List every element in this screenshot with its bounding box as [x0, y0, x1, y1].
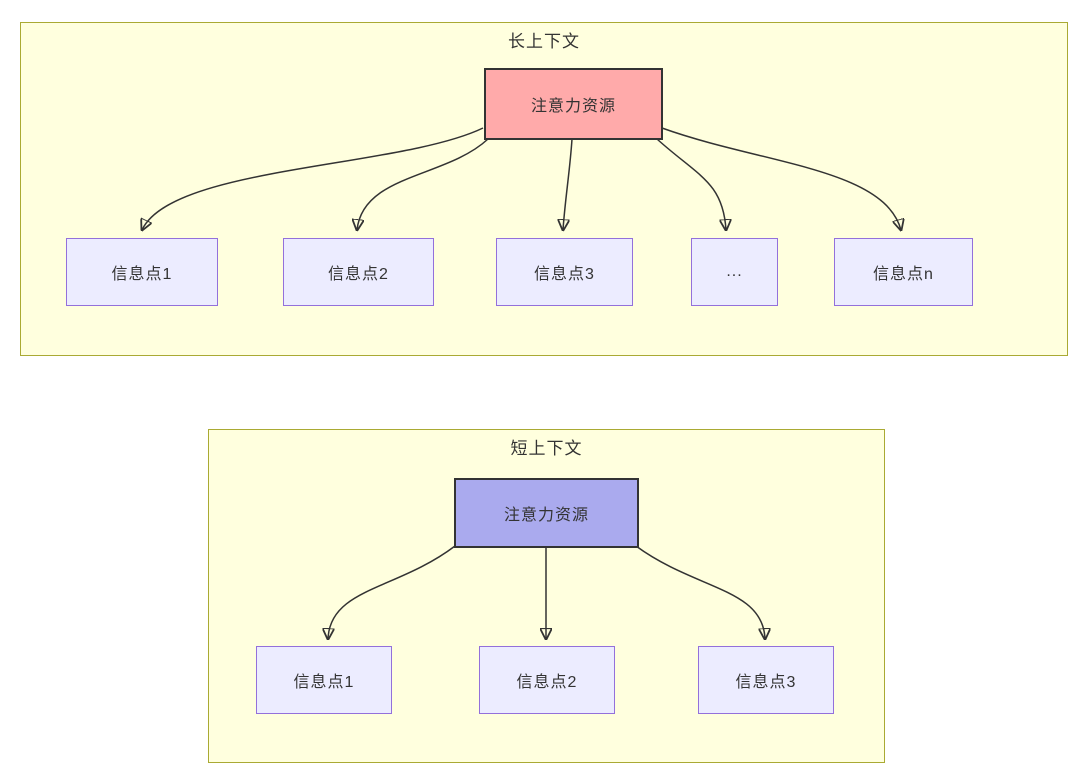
- node-info-point-3-long-label: 信息点3: [534, 266, 595, 283]
- node-info-point-n-long-label: 信息点n: [873, 266, 934, 283]
- node-info-point-2-long-label: 信息点2: [328, 266, 389, 283]
- node-info-point-3-long: 信息点3: [496, 238, 633, 306]
- panel-long-context: 长上下文 注意力资源 信息点1 信息点2 信息点3 ... 信息点n: [20, 22, 1068, 356]
- panel-short-context: 短上下文 注意力资源 信息点1 信息点2 信息点3: [208, 429, 885, 763]
- node-attention-resource-long-label: 注意力资源: [530, 98, 616, 115]
- node-info-point-1-short: 信息点1: [256, 646, 392, 714]
- node-info-point-ellipsis-long: ...: [691, 238, 778, 306]
- node-info-point-3-short-label: 信息点3: [735, 674, 797, 691]
- node-attention-resource-long: 注意力资源: [484, 68, 663, 140]
- node-info-point-2-short-label: 信息点2: [516, 674, 578, 691]
- panel-long-context-title: 长上下文: [508, 32, 580, 51]
- node-attention-resource-short-label: 注意力资源: [503, 507, 589, 524]
- node-info-point-2-long: 信息点2: [283, 238, 434, 306]
- node-info-point-ellipsis-long-label: ...: [726, 263, 743, 280]
- node-attention-resource-short: 注意力资源: [454, 478, 639, 548]
- node-info-point-3-short: 信息点3: [698, 646, 834, 714]
- node-info-point-n-long: 信息点n: [834, 238, 973, 306]
- node-info-point-1-long: 信息点1: [66, 238, 218, 306]
- panel-short-context-title: 短上下文: [510, 439, 583, 458]
- node-info-point-2-short: 信息点2: [479, 646, 615, 714]
- node-info-point-1-short-label: 信息点1: [293, 674, 355, 691]
- node-info-point-1-long-label: 信息点1: [111, 266, 173, 283]
